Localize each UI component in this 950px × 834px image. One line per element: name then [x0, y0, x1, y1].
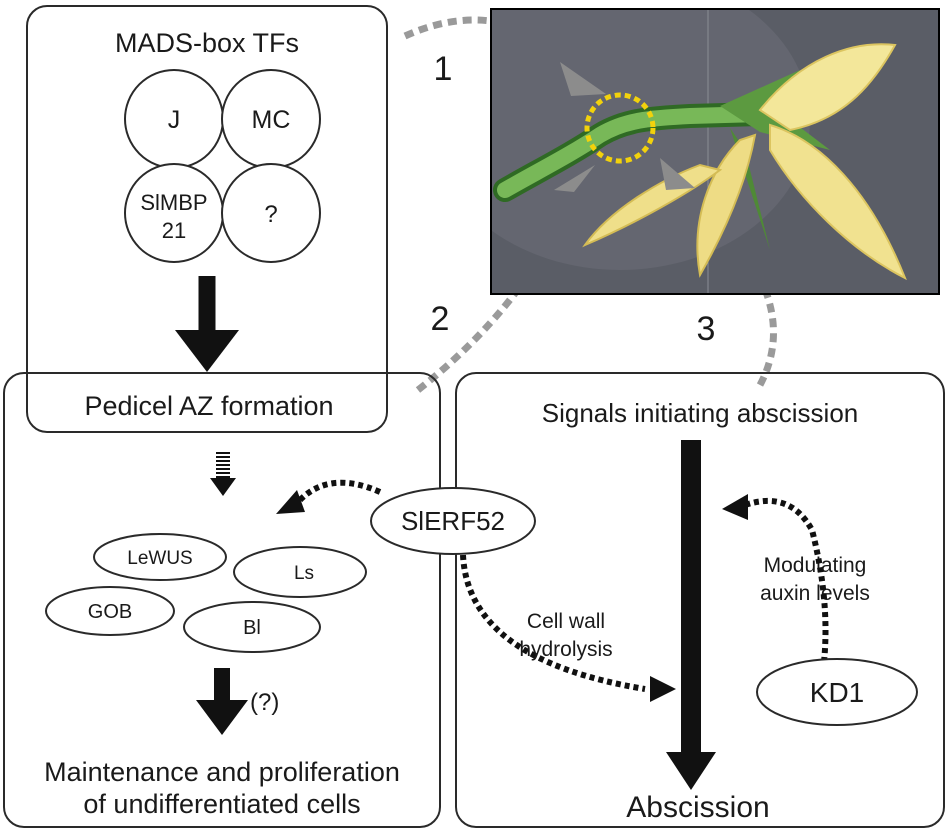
cell-wall-line-2: hydrolysis — [519, 638, 612, 661]
tf-label-j: J — [168, 106, 181, 134]
pathway-number-1: 1 — [434, 50, 453, 88]
slerf52-label: SlERF52 — [401, 506, 505, 536]
slerf52-node — [370, 487, 536, 555]
result-line-1: Maintenance and proliferation — [44, 757, 400, 787]
tf-label-mc: MC — [252, 106, 291, 134]
main-abscission-arrow-head — [666, 752, 716, 790]
mads-title: MADS-box TFs — [115, 28, 299, 58]
abscission-label: Abscission — [626, 791, 769, 824]
slerf52-to-genes-arrow — [276, 479, 382, 514]
kd1-label: KD1 — [810, 677, 864, 708]
modulating-line-2: auxin levels — [760, 582, 870, 605]
gene-label-gob: GOB — [88, 601, 132, 623]
signals-label: Signals initiating abscission — [542, 398, 859, 428]
gene-node-gob — [45, 586, 175, 636]
cell-wall-line-1: Cell wall — [527, 610, 605, 633]
gene-label-lewus: LeWUS — [127, 548, 192, 569]
gene-node-lewus — [93, 533, 227, 581]
kd1-to-abscission-arrow — [722, 494, 829, 663]
result-arrow-head — [196, 700, 248, 735]
modulating-line-1: Modulating — [764, 554, 867, 577]
left-panel-box — [3, 372, 441, 828]
top-panel-box — [26, 5, 388, 433]
kd1-node — [756, 658, 918, 726]
uncertain-mark: (?) — [250, 689, 279, 716]
flower-photo — [490, 8, 940, 295]
cell-wall-arrow — [460, 554, 676, 702]
tf-label-21: 21 — [162, 218, 186, 243]
gene-label-ls: Ls — [294, 563, 314, 584]
pedicel-az-label: Pedicel AZ formation — [84, 391, 333, 421]
pathway-number-2: 2 — [431, 300, 450, 338]
hatched-down-arrow — [210, 452, 236, 496]
result-line-2: of undifferentiated cells — [83, 789, 360, 819]
tf-label-unknown: ? — [264, 201, 277, 228]
gene-node-ls — [233, 546, 367, 598]
gene-node-bl — [183, 601, 321, 653]
right-panel-box — [455, 372, 945, 828]
tf-circle-unknown — [221, 163, 321, 263]
big-arrow-head — [175, 330, 239, 372]
tf-label-slmbp: SlMBP — [140, 190, 207, 215]
connector-3 — [697, 197, 777, 387]
pathway-number-3: 3 — [697, 310, 716, 348]
gene-label-bl: Bl — [243, 617, 261, 639]
connector-2 — [415, 208, 569, 393]
